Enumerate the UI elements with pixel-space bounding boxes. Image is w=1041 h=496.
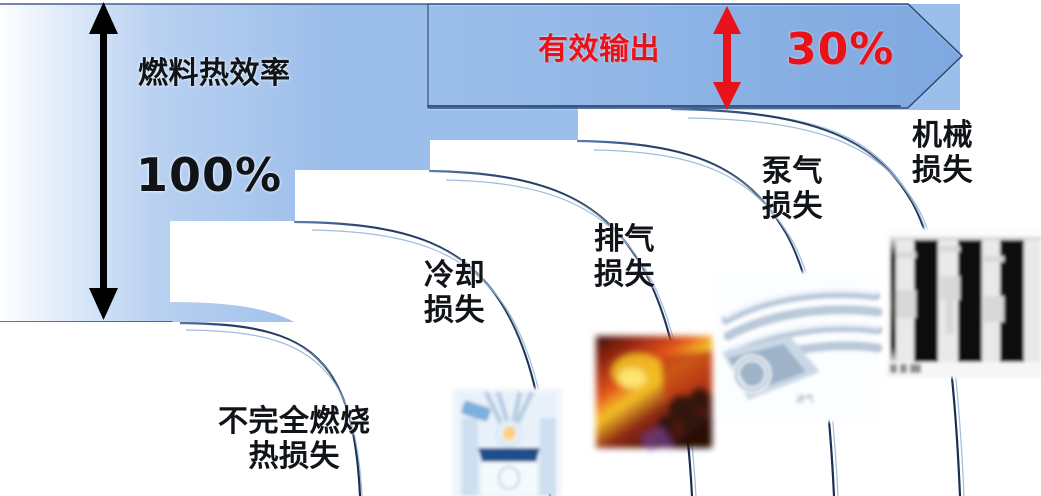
label-loss-exhaust: 排气 损失: [594, 222, 655, 293]
output-scale-arrow: [713, 6, 741, 110]
label-effective-output: 有效输出: [538, 32, 660, 67]
input-scale-arrow: [89, 2, 118, 320]
branch-separator-lines: [0, 3, 963, 496]
label-loss-incomplete-combustion: 不完全燃烧 热损失: [218, 404, 371, 475]
label-loss-mechanical: 机械 损失: [912, 118, 973, 189]
label-loss-pumping: 泵气 损失: [762, 154, 823, 225]
label-fuel-thermal-efficiency-value: 100%: [136, 148, 283, 202]
label-fuel-thermal-efficiency: 燃料热效率: [138, 56, 291, 91]
separator-mechanical: [670, 107, 962, 496]
separator-incomplete: [168, 321, 362, 496]
output-arrow-shape: [427, 3, 963, 111]
photo-engine-cylinders: [886, 228, 1041, 378]
bottom-left-fade: [0, 322, 180, 496]
label-effective-output-value: 30%: [786, 24, 895, 75]
photo-intake-manifold: 进气: [718, 272, 883, 422]
svg-text:进气: 进气: [796, 393, 814, 405]
label-loss-cooling: 冷却 损失: [424, 258, 485, 329]
photo-exhaust-flame: [596, 336, 712, 450]
photo-combustion-chamber: [452, 388, 562, 496]
